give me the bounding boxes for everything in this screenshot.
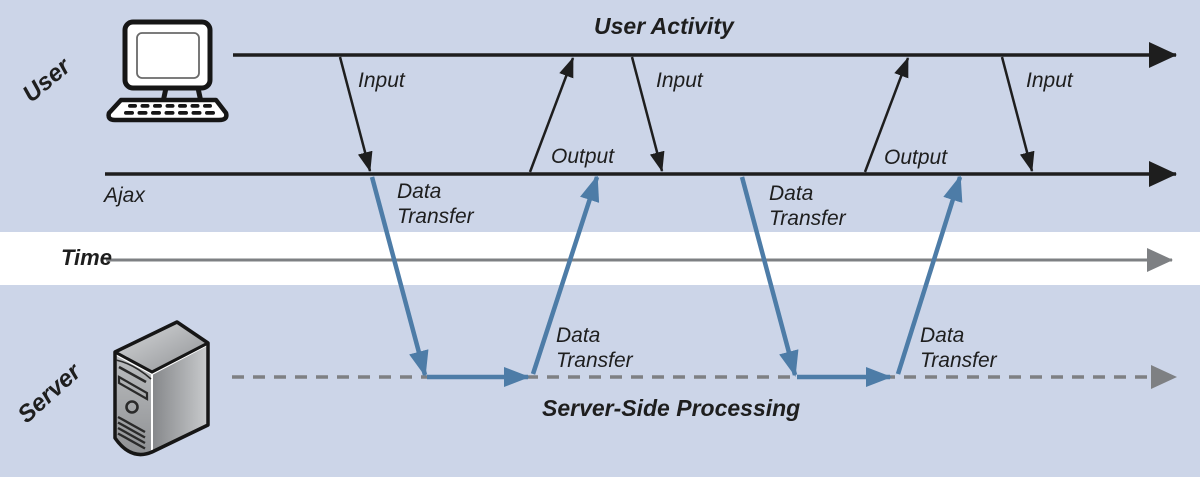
output-label-1: Output xyxy=(551,145,615,168)
data-transfer-label-line: Transfer xyxy=(556,349,633,372)
data-transfer-label-line: Transfer xyxy=(769,207,846,230)
data-transfer-label-line: Data xyxy=(397,180,442,203)
server-tower-icon xyxy=(113,320,210,457)
data-transfer-up-arrow-1 xyxy=(530,175,600,375)
output-arrow-1 xyxy=(528,57,575,173)
input-arrow-3 xyxy=(1000,56,1035,172)
input-label-1: Input xyxy=(358,69,405,92)
data-transfer-label-line: Data xyxy=(556,324,601,347)
output-arrow-2 xyxy=(863,57,910,173)
data-transfer-label-2: Data Transfer xyxy=(769,181,846,231)
server-side-processing-label: Server-Side Processing xyxy=(542,395,801,421)
data-transfer-label-3: Data Transfer xyxy=(556,323,633,373)
time-label: Time xyxy=(61,245,112,270)
ajax-label: Ajax xyxy=(104,184,145,207)
data-transfer-label-line: Data xyxy=(769,182,814,205)
desktop-computer-icon xyxy=(106,19,229,123)
input-label-2: Input xyxy=(656,69,703,92)
data-transfer-label-line: Transfer xyxy=(920,349,997,372)
data-transfer-down-arrow-2 xyxy=(739,176,799,377)
data-transfer-up-arrow-2 xyxy=(895,175,963,375)
data-transfer-down-arrow-1 xyxy=(369,176,429,377)
output-label-2: Output xyxy=(884,146,948,169)
user-activity-label: User Activity xyxy=(594,13,734,39)
input-arrow-1 xyxy=(338,56,373,172)
data-transfer-label-4: Data Transfer xyxy=(920,323,997,373)
data-transfer-label-line: Data xyxy=(920,324,965,347)
input-label-3: Input xyxy=(1026,69,1073,92)
data-transfer-label-1: Data Transfer xyxy=(397,179,474,229)
input-arrow-2 xyxy=(630,56,665,172)
data-transfer-label-line: Transfer xyxy=(397,205,474,228)
